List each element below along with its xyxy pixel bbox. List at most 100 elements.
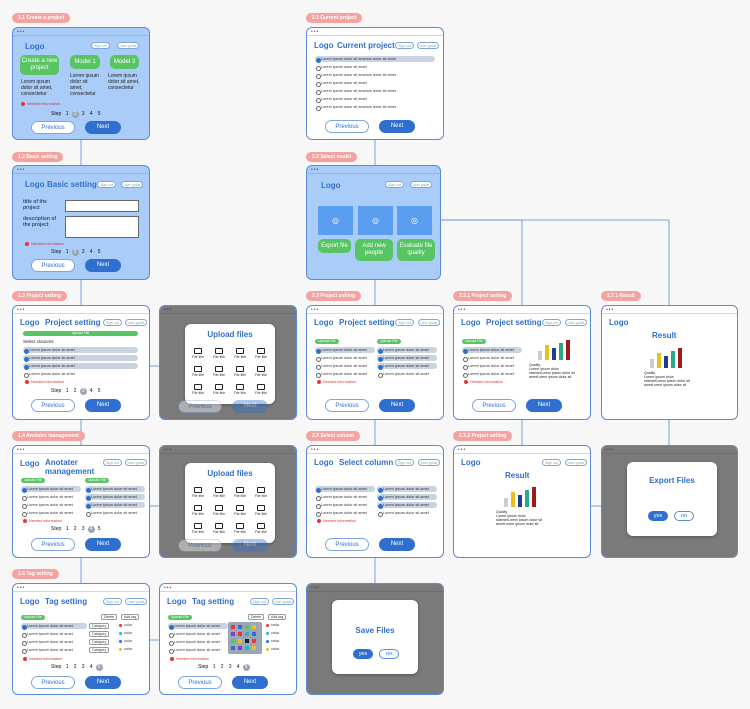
folder-item[interactable]: File title [209, 487, 229, 498]
project-row[interactable]: Lorem ipsum dolor sit ametum dolor sit a… [315, 88, 435, 95]
column-row[interactable]: Lorem ipsum dolor sit amet [23, 347, 138, 354]
yes-button[interactable]: yes [353, 649, 373, 659]
column-row[interactable]: Lorem ipsum dolor sit amet [315, 363, 375, 370]
tag-row[interactable]: Lorem ipsum dolor sit amet [168, 631, 228, 638]
user-guide-button[interactable]: User guide [121, 181, 143, 188]
sign-out-button[interactable]: Sign out [103, 598, 122, 605]
user-guide-button[interactable]: User guide [418, 319, 440, 326]
swatch[interactable] [252, 646, 256, 650]
step-3[interactable]: 3 [228, 664, 232, 670]
column-row[interactable]: Lorem ipsum dolor sit amet [377, 371, 437, 378]
swatch[interactable] [252, 639, 256, 643]
next-button[interactable]: Next [85, 538, 121, 551]
tag-row[interactable]: Lorem ipsum dolor sit amet [168, 623, 228, 630]
upload-file-button[interactable]: Upload File [462, 339, 486, 344]
step-3[interactable]: 3 [81, 664, 85, 670]
user-guide-button[interactable]: User guide [117, 42, 139, 49]
folder-item[interactable]: File title [209, 366, 229, 377]
column-row[interactable]: Lorem ipsum dolor sit amet [377, 363, 437, 370]
step-5[interactable]: 5 [97, 111, 101, 117]
model3-button[interactable]: Model 3 [110, 55, 139, 69]
annotator-row[interactable]: Lorem ipsum dolor sit amet [21, 486, 81, 493]
sign-out-button[interactable]: Sign out [97, 181, 116, 188]
next-button[interactable]: Next [85, 399, 121, 412]
folder-item[interactable]: File title [188, 523, 208, 534]
folder-item[interactable]: File title [251, 505, 271, 516]
step-1[interactable]: 1 [212, 664, 216, 670]
category-select[interactable]: Category [89, 647, 110, 653]
column-row[interactable]: Lorem ipsum dolor sit amet [377, 486, 437, 493]
previous-button[interactable]: Previous [472, 399, 516, 412]
swatch[interactable] [231, 646, 235, 650]
sign-out-button[interactable]: Sign out [103, 319, 122, 326]
folder-item[interactable]: File title [209, 505, 229, 516]
folder-item[interactable]: File title [209, 348, 229, 359]
swatch[interactable] [231, 625, 235, 629]
previous-button[interactable]: Previous [31, 676, 75, 689]
project-row[interactable]: Lorem ipsum dolor sit amet [315, 96, 435, 103]
folder-item[interactable]: File title [230, 384, 250, 395]
folder-item[interactable]: File title [188, 487, 208, 498]
previous-button[interactable]: Previous [31, 399, 75, 412]
color-dot-icon[interactable] [119, 632, 122, 635]
upload-file-button[interactable]: Upload File [23, 331, 138, 336]
swatch[interactable] [245, 639, 249, 643]
sign-out-button[interactable]: Sign out [91, 42, 110, 49]
annotator-row[interactable]: Lorem ipsum dolor sit amet [85, 486, 145, 493]
next-button[interactable]: Next [379, 538, 415, 551]
column-row[interactable]: Lorem ipsum dolor sit amet [377, 347, 437, 354]
folder-item[interactable]: File title [251, 348, 271, 359]
next-button[interactable]: Next [379, 120, 415, 133]
step-4[interactable]: 4 [89, 111, 93, 117]
column-row[interactable]: Lorem ipsum dolor sit amet [377, 502, 437, 509]
step-3[interactable]: 3 [79, 388, 87, 395]
sign-out-button[interactable]: Sign out [395, 42, 414, 49]
step-5[interactable]: 5 [95, 664, 103, 671]
column-row[interactable]: Lorem ipsum dolor sit amet [315, 347, 375, 354]
column-row[interactable]: Lorem ipsum dolor sit amet [315, 371, 375, 378]
annotator-row[interactable]: Lorem ipsum dolor sit amet [85, 510, 145, 517]
column-row[interactable]: Lorem ipsum dolor sit amet [315, 502, 375, 509]
delete-button[interactable]: Delete [101, 614, 118, 620]
step-1[interactable]: 1 [65, 388, 69, 394]
column-row[interactable]: Lorem ipsum dolor sit amet [23, 363, 138, 370]
column-row[interactable]: Lorem ipsum dolor sit amet [462, 363, 522, 370]
step-4[interactable]: 4 [87, 526, 95, 533]
no-button[interactable]: no [674, 511, 694, 521]
step-5[interactable]: 5 [242, 664, 250, 671]
previous-button[interactable]: Previous [325, 538, 369, 551]
column-row[interactable]: Lorem ipsum dolor sit amet [315, 510, 375, 517]
next-button[interactable]: Next [85, 121, 121, 134]
previous-button[interactable]: Previous [325, 399, 369, 412]
color-dot-icon[interactable] [266, 640, 269, 643]
step-3[interactable]: 3 [81, 526, 85, 532]
sign-out-button[interactable]: Sign out [250, 598, 269, 605]
sign-out-button[interactable]: Sign out [395, 319, 414, 326]
column-row[interactable]: Lorem ipsum dolor sit amet [462, 355, 522, 362]
project-row[interactable]: Lorem ipsum dolor sit ametum dolor sit a… [315, 72, 435, 79]
swatch[interactable] [238, 632, 242, 636]
step-2[interactable]: 2 [220, 664, 224, 670]
swatch[interactable] [252, 625, 256, 629]
upload-file-button[interactable]: Upload File [168, 615, 192, 620]
upload-file-button[interactable]: Upload File [315, 339, 339, 344]
category-select[interactable]: Category [89, 631, 110, 637]
previous-button[interactable]: Previous [325, 120, 369, 133]
previous-button[interactable]: Previous [31, 538, 75, 551]
model1-button[interactable]: Model 1 [70, 55, 100, 69]
swatch[interactable] [238, 625, 242, 629]
step-5[interactable]: 5 [97, 526, 101, 532]
user-guide-button[interactable]: User guide [125, 319, 147, 326]
folder-item[interactable]: File title [230, 523, 250, 534]
title-input[interactable] [65, 200, 139, 212]
user-guide-button[interactable]: User guide [410, 181, 432, 188]
folder-item[interactable]: File title [251, 487, 271, 498]
export-file-button[interactable]: Export file [318, 239, 351, 253]
project-row[interactable]: Lorem ipsum dolor sit amet [315, 80, 435, 87]
step-4[interactable]: 4 [89, 388, 93, 394]
description-input[interactable] [65, 216, 139, 238]
step-2[interactable]: 2 [73, 388, 77, 394]
swatch[interactable] [245, 625, 249, 629]
step-1[interactable]: 1 [65, 249, 69, 255]
color-dot-icon[interactable] [119, 624, 122, 627]
